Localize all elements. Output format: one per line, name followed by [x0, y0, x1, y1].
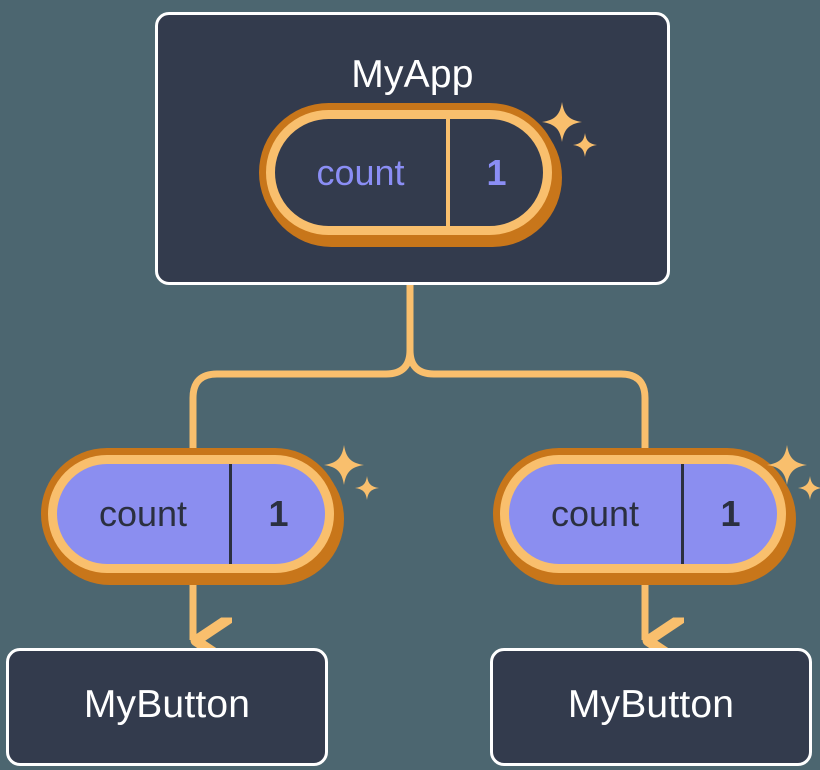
signal-value-myapp: 1: [486, 151, 507, 193]
signal-pill-mybutton-right[interactable]: count 1: [500, 455, 786, 573]
signal-pill-mybutton-left[interactable]: count 1: [48, 455, 334, 573]
sparkle-small-icon: [355, 476, 379, 500]
component-title-myapp: MyApp: [351, 53, 474, 96]
connector-branch-left: [189, 349, 414, 455]
signal-key-mybutton-right: count: [509, 464, 684, 564]
signal-value-mybutton-left: 1: [268, 493, 289, 534]
signal-pill-myapp[interactable]: count 1: [266, 110, 552, 235]
sparkle-large-icon: [324, 445, 364, 485]
signal-key-myapp: count: [275, 119, 450, 226]
connector-branch-right: [406, 349, 649, 455]
component-title-mybutton-left: MyButton: [83, 683, 251, 726]
signal-key-mybutton-left: count: [57, 464, 232, 564]
signal-value-mybutton-right: 1: [720, 493, 741, 534]
component-title-mybutton-right: MyButton: [567, 683, 735, 726]
component-card-mybutton-right[interactable]: MyButton: [490, 648, 812, 766]
component-card-mybutton-left[interactable]: MyButton: [6, 648, 328, 766]
sparkle-small-icon: [798, 476, 820, 500]
